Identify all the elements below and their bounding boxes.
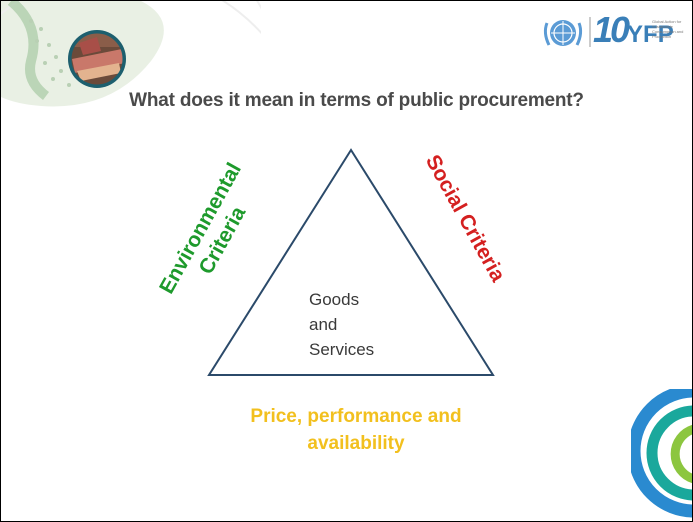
center-line-goods: Goods (309, 290, 360, 309)
10yfp-logo: 10YFP (593, 9, 674, 51)
photo-circle (68, 30, 126, 88)
price-performance-label: Price, performance and availability (191, 403, 521, 457)
slide-title: What does it mean in terms of public pro… (129, 90, 584, 111)
logo-yfp-text: YFP (627, 21, 674, 48)
un-emblem-icon (543, 20, 583, 46)
logo-ten: 10 (593, 9, 630, 50)
center-line-services: Services (309, 340, 375, 359)
bottom-line-1: Price, performance and (250, 406, 462, 427)
center-line-and: and (309, 315, 338, 334)
triangle-center-label: Goods and Services (309, 287, 374, 362)
logo-divider (589, 17, 591, 47)
logo-subtitle: Global Action for Sustainable Consumptio… (652, 19, 684, 39)
bottom-line-2: availability (307, 433, 405, 454)
swirl-logo-icon (631, 389, 692, 518)
